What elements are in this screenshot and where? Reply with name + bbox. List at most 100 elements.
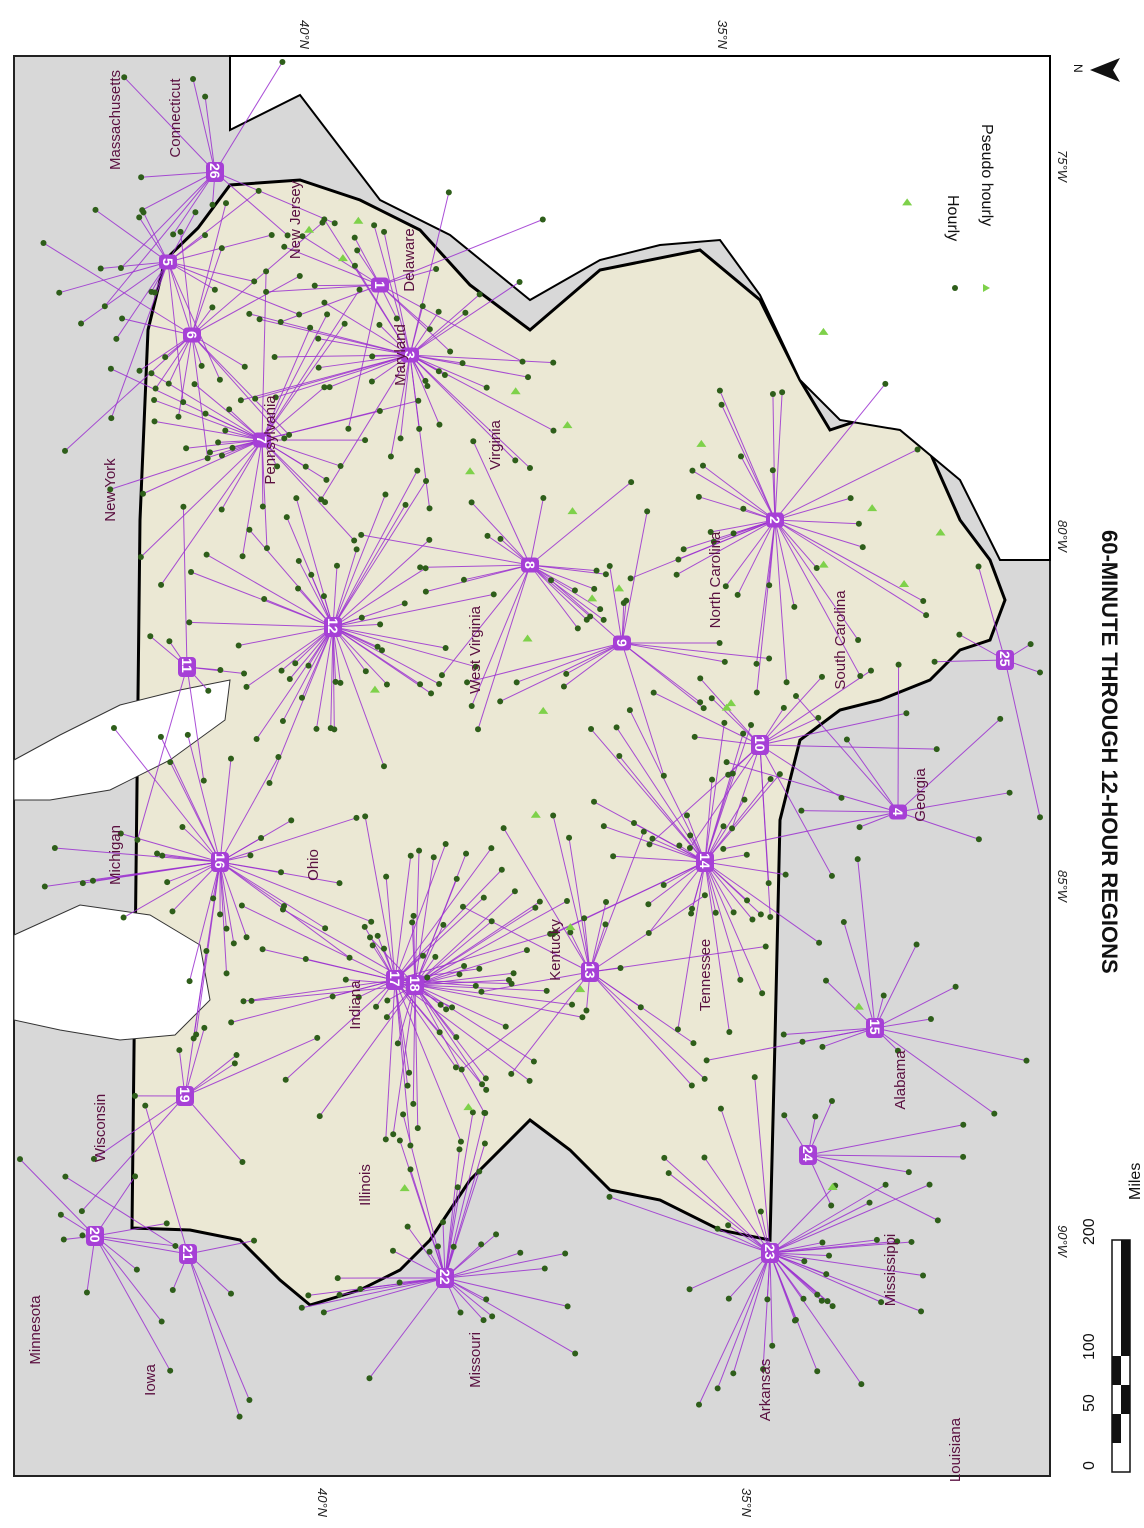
hourly-station-point bbox=[272, 394, 279, 401]
pseudo-hourly-station-point bbox=[575, 985, 586, 993]
hourly-station-point bbox=[416, 847, 423, 854]
hourly-station-point bbox=[743, 851, 750, 858]
hourly-station-point bbox=[163, 1220, 170, 1227]
spoke-line bbox=[774, 519, 859, 641]
spoke-line bbox=[19, 1158, 96, 1237]
hourly-station-point bbox=[645, 901, 652, 908]
spoke-line bbox=[115, 261, 169, 340]
hourly-station-point bbox=[57, 1211, 64, 1218]
hourly-station-point bbox=[305, 1292, 312, 1299]
hourly-station-point bbox=[769, 467, 776, 474]
hourly-station-point bbox=[437, 1001, 444, 1008]
hourly-station-point bbox=[341, 320, 348, 327]
hourly-station-point bbox=[737, 453, 744, 460]
spoke-line bbox=[186, 666, 205, 781]
hourly-station-point bbox=[567, 929, 574, 936]
hourly-station-point bbox=[721, 719, 728, 726]
hourly-station-point bbox=[721, 658, 728, 665]
spoke-line bbox=[774, 519, 818, 569]
spoke-line bbox=[698, 1252, 771, 1405]
hourly-station-point bbox=[331, 220, 338, 227]
hourly-station-point bbox=[107, 486, 114, 493]
hourly-station-point bbox=[826, 1252, 833, 1259]
hourly-station-point bbox=[252, 395, 259, 402]
spoke-line bbox=[978, 566, 1006, 661]
hourly-station-point bbox=[569, 1001, 576, 1008]
hourly-station-point bbox=[769, 390, 776, 397]
station-points bbox=[17, 59, 1043, 1420]
hourly-station-point bbox=[445, 189, 452, 196]
spoke-line bbox=[409, 312, 466, 356]
hourly-station-point bbox=[253, 735, 260, 742]
hourly-station-point bbox=[288, 817, 295, 824]
pseudo-hourly-station-point bbox=[510, 387, 521, 395]
hourly-station-point bbox=[709, 776, 716, 783]
spoke-line bbox=[462, 906, 591, 973]
region-number: 5 bbox=[160, 258, 176, 266]
hourly-station-point bbox=[767, 776, 774, 783]
spoke-line bbox=[219, 861, 235, 944]
spoke-line bbox=[191, 203, 227, 336]
state-label-delaware: Delaware bbox=[401, 228, 418, 291]
spoke-line bbox=[529, 564, 601, 610]
spoke-line bbox=[414, 984, 583, 1018]
hourly-station-point bbox=[407, 852, 414, 859]
hourly-station-point bbox=[281, 435, 288, 442]
hourly-station-point bbox=[593, 567, 600, 574]
hourly-station-point bbox=[210, 895, 217, 902]
state-label-indiana: Indiana bbox=[347, 980, 364, 1030]
hourly-station-point bbox=[791, 603, 798, 610]
spoke-line bbox=[263, 598, 334, 628]
scale-bar: 0 50 100 200 Miles bbox=[1081, 1163, 1144, 1473]
hourly-station-point bbox=[490, 591, 497, 598]
hourly-station-point bbox=[319, 219, 326, 226]
spoke-line bbox=[412, 984, 416, 1104]
hourly-station-point bbox=[83, 1289, 90, 1296]
hourly-station-point bbox=[510, 970, 517, 977]
hourly-station-point bbox=[286, 676, 293, 683]
region-number: 18 bbox=[407, 976, 423, 992]
hourly-station-point bbox=[132, 1173, 139, 1180]
legend-hourly-label: Hourly bbox=[944, 195, 961, 241]
hourly-station-point bbox=[209, 304, 216, 311]
spoke-line bbox=[219, 758, 232, 863]
hourly-station-point bbox=[591, 798, 598, 805]
spoke-line bbox=[529, 564, 604, 621]
hourly-station-point bbox=[374, 932, 381, 939]
hourly-station-point bbox=[154, 850, 161, 857]
region-number: 19 bbox=[177, 1087, 193, 1103]
state-label-iowa: Iowa bbox=[142, 1364, 159, 1396]
hourly-station-point bbox=[299, 233, 306, 240]
region-badge-13: 13 bbox=[581, 962, 599, 982]
spoke-line bbox=[400, 354, 411, 439]
spoke-line bbox=[759, 717, 819, 746]
spoke-line bbox=[319, 984, 416, 1117]
region-badge-3: 3 bbox=[401, 347, 419, 363]
hourly-station-point bbox=[701, 892, 708, 899]
state-label-south-carolina: South Carolina bbox=[832, 590, 849, 690]
hourly-station-point bbox=[223, 970, 230, 977]
spoke-line bbox=[897, 718, 1001, 813]
spoke-line bbox=[563, 642, 623, 687]
spoke-line bbox=[409, 293, 480, 356]
hourly-station-point bbox=[816, 939, 823, 946]
spoke-line bbox=[414, 984, 535, 1062]
hourly-station-point bbox=[459, 903, 466, 910]
spoke-line bbox=[191, 334, 209, 459]
hourly-station-point bbox=[710, 538, 717, 545]
hourly-station-point bbox=[415, 397, 422, 404]
hourly-station-point bbox=[361, 923, 368, 930]
spoke-line bbox=[704, 773, 781, 863]
spoke-line bbox=[332, 626, 432, 694]
spoke-line bbox=[402, 1114, 446, 1279]
hourly-station-point bbox=[432, 953, 439, 960]
spoke-line bbox=[732, 1252, 771, 1374]
hourly-station-point bbox=[799, 1038, 806, 1045]
hourly-station-point bbox=[858, 1381, 865, 1388]
hourly-station-point bbox=[525, 374, 532, 381]
hourly-station-point bbox=[814, 1291, 821, 1298]
hourly-station-point bbox=[683, 812, 690, 819]
hourly-station-point bbox=[905, 1169, 912, 1176]
spoke-line bbox=[409, 354, 487, 389]
